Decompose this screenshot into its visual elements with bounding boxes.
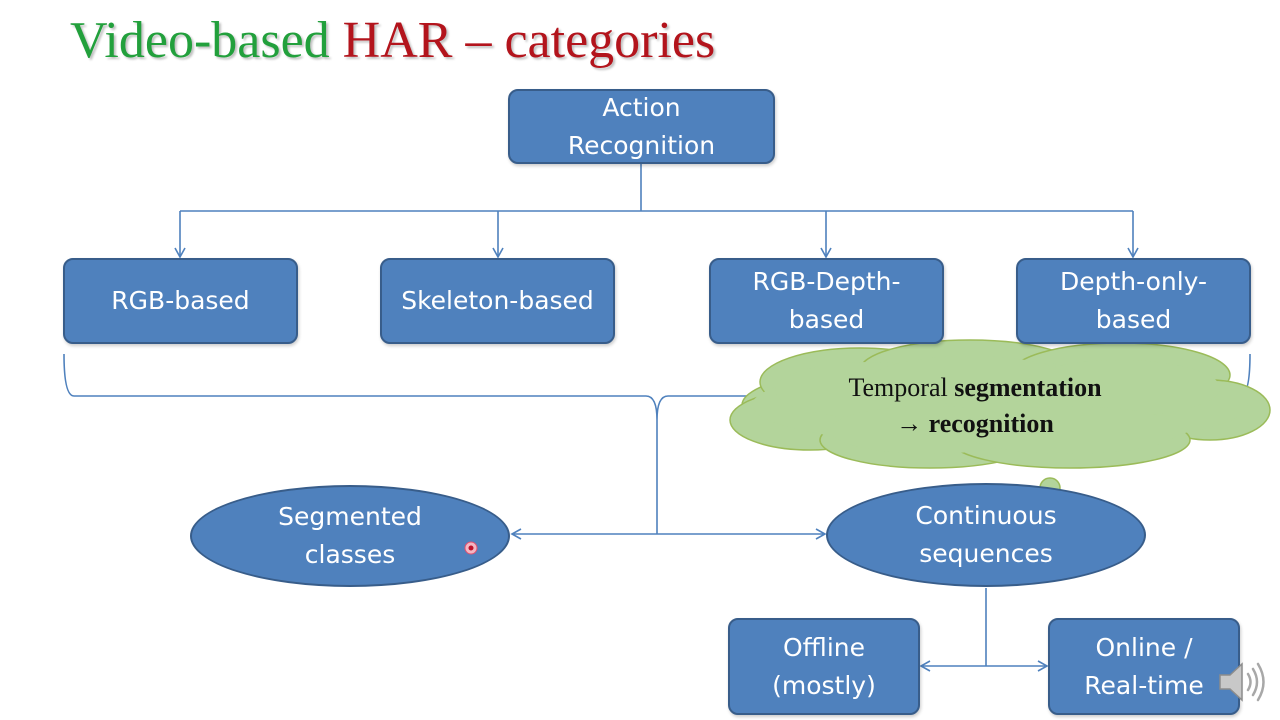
segmented-line1: Segmented [278,502,422,531]
root-line2: Recognition [567,130,716,160]
segmented-line2: classes [304,540,396,569]
segmented-classes-ellipse: Segmented classes [190,485,510,587]
skeleton-based-box: Skeleton-based [380,258,615,344]
cloud-bold1: segmentation [954,373,1102,402]
depth-only-line2: based [1095,305,1172,334]
slide-title: Video-based HAR – categories [70,8,715,74]
continuous-line2: sequences [919,539,1053,568]
cloud-bold2: recognition [928,409,1054,438]
rgb-based-box: RGB-based [63,258,298,344]
action-recognition-box: Action Recognition [508,89,775,164]
cloud-callout [729,339,1271,534]
depth-only-based-box: Depth-only- based [1016,258,1251,344]
cloud-text: Temporal segmentation → recognition [780,370,1170,442]
offline-box: Offline (mostly) [728,618,920,715]
title-part1: Video-based [70,12,330,69]
online-line1: Online / [1095,632,1193,662]
cloud-arrow: → [896,409,929,438]
offline-line1: Offline [782,632,865,662]
depth-only-line1: Depth-only- [1059,267,1208,296]
online-box: Online / Real-time [1048,618,1240,715]
laser-pointer-icon [464,541,478,555]
continuous-line1: Continuous [915,501,1057,530]
rgb-based-label: RGB-based [111,286,250,315]
cloud-plain: Temporal [848,373,955,402]
rgb-depth-line2: based [788,305,865,334]
root-line1: Action [602,92,681,122]
rgb-depth-line1: RGB-Depth- [752,267,901,296]
online-line2: Real-time [1084,670,1204,700]
continuous-sequences-ellipse: Continuous sequences [826,483,1146,587]
skeleton-based-label: Skeleton-based [401,286,594,315]
rgb-depth-based-box: RGB-Depth- based [709,258,944,344]
title-part2: HAR – categories [342,12,716,69]
speaker-icon[interactable] [1216,658,1268,706]
offline-line2: (mostly) [772,670,876,700]
